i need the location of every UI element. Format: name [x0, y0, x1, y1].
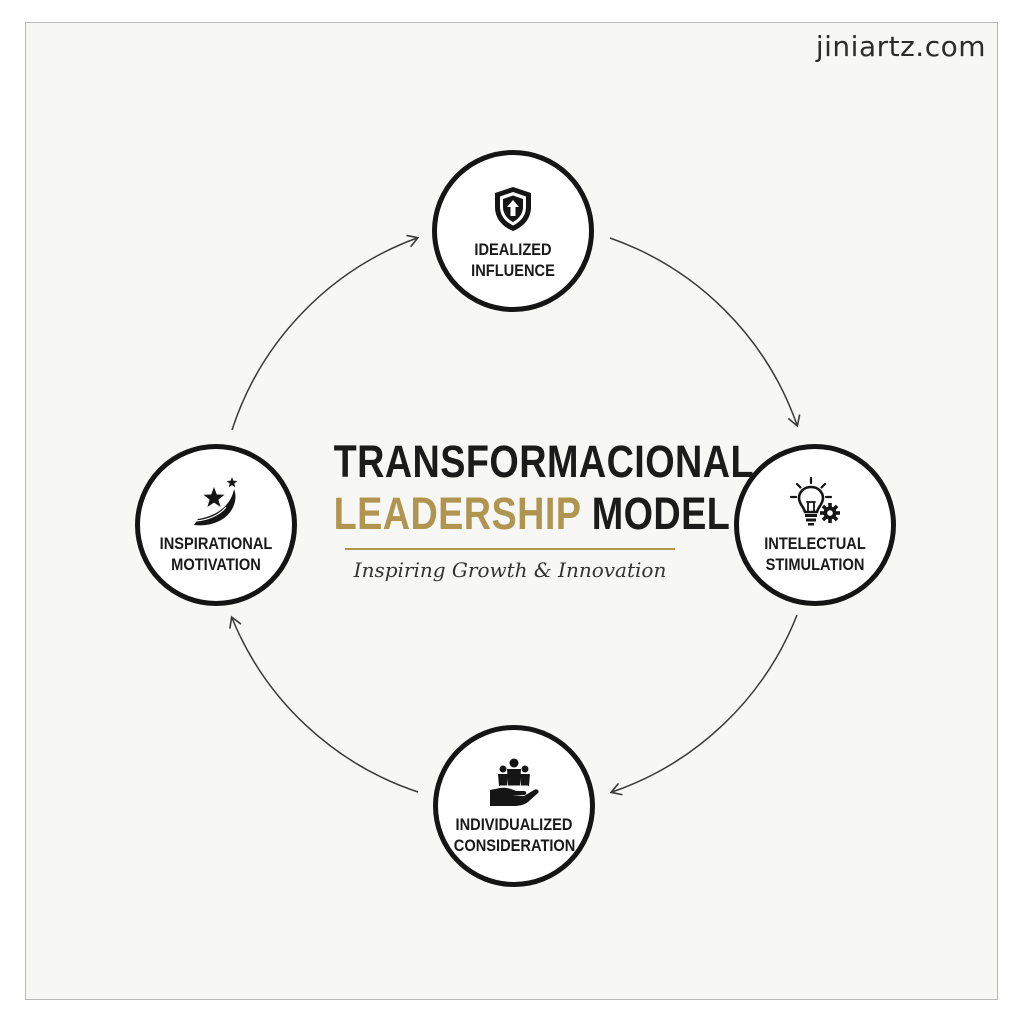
- node-individualized-consideration: INDIVIDUALIZED CONSIDERATION: [433, 725, 595, 887]
- tagline: Inspiring Growth & Innovation: [353, 558, 667, 582]
- node-idealized-influence: IDEALIZED INFLUENCE: [432, 150, 594, 312]
- node-label: INSPIRATIONAL MOTIVATION: [159, 534, 273, 574]
- arrow-stimulation-to-consideration: [609, 614, 798, 796]
- node-intelectual-stimulation: INTELECTUAL STIMULATION: [734, 444, 896, 606]
- title-accent-word: LEADERSHIP: [333, 488, 581, 539]
- title-rest-word: MODEL: [591, 488, 731, 539]
- shooting-star-icon: [194, 477, 238, 526]
- title-line-2: LEADERSHIP MODEL: [333, 488, 730, 540]
- node-label: INTELECTUAL STIMULATION: [764, 534, 866, 574]
- center-title-block: TRANSFORMACIONAL LEADERSHIP MODEL Inspir…: [300, 436, 754, 582]
- arrow-consideration-to-motivation: [229, 615, 419, 793]
- watermark: jiniartz.com: [815, 30, 986, 63]
- arrow-influence-to-stimulation: [609, 237, 801, 428]
- node-label: INDIVIDUALIZED CONSIDERATION: [453, 815, 576, 855]
- hand-people-icon: [490, 758, 539, 806]
- title-divider: [345, 548, 675, 550]
- shield-arrow-icon: [495, 187, 531, 231]
- lightbulb-gear-icon: [789, 476, 840, 526]
- arrow-motivation-to-influence: [231, 234, 420, 431]
- node-inspirational-motivation: INSPIRATIONAL MOTIVATION: [135, 444, 297, 606]
- node-label: IDEALIZED INFLUENCE: [471, 240, 555, 280]
- title-line-1: TRANSFORMACIONAL: [333, 436, 754, 487]
